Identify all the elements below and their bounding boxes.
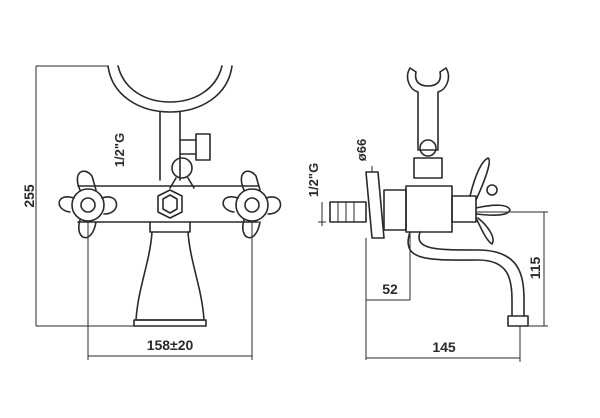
dim-label-spout-projection: 145 [432, 339, 456, 355]
shower-stem [159, 111, 181, 181]
side-body-nut [383, 189, 407, 231]
right-cross-handle [222, 170, 282, 239]
dim-line-height-total [35, 65, 134, 327]
side-outlet-thread [195, 133, 211, 161]
cradle-ring-outer [107, 65, 233, 113]
dim-line-spout-offset [365, 232, 411, 360]
centre-hex-nut [157, 189, 183, 219]
dim-label-spout-offset: 52 [382, 281, 398, 297]
wall-flange [365, 171, 385, 239]
dim-label-flange-diameter: ø66 [354, 139, 369, 161]
spout-collar [149, 221, 191, 233]
dim-label-height-total: 255 [21, 184, 37, 208]
diverter-housing [413, 157, 443, 179]
dim-label-centres: 158±20 [147, 337, 194, 353]
front-view: 255 1/2"G 158±20 [21, 65, 282, 360]
side-view: ø66 1/2"G 115 52 145 [306, 67, 548, 362]
dim-line-spout-projection [366, 326, 521, 362]
shower-holder-pivot [419, 139, 437, 157]
side-outlet [179, 139, 197, 155]
dim-label-thread-side: 1/2"G [306, 163, 321, 197]
mixer-body [77, 185, 259, 223]
dim-line-spout-height [476, 211, 548, 327]
dim-label-spout-height: 115 [527, 256, 543, 279]
spout-lower-edge [418, 231, 525, 317]
spout-upper-edge [407, 231, 513, 317]
dim-line-thread-side [318, 202, 326, 226]
diverter-knob [171, 157, 193, 179]
dim-line-centres [87, 222, 253, 360]
spout-outlet [507, 315, 529, 327]
side-body [405, 185, 453, 233]
shower-holder [406, 67, 450, 151]
inlet-thread [329, 201, 367, 223]
dim-label-thread-front: 1/2"G [112, 133, 127, 167]
spout-body [135, 231, 205, 321]
centre-hex-inner [162, 194, 178, 214]
left-cross-handle [58, 170, 118, 239]
spout-base [133, 319, 207, 327]
side-cross-handle [451, 157, 511, 245]
inlet-thread-pitch [337, 202, 355, 222]
cradle-ring-inner [117, 65, 223, 103]
